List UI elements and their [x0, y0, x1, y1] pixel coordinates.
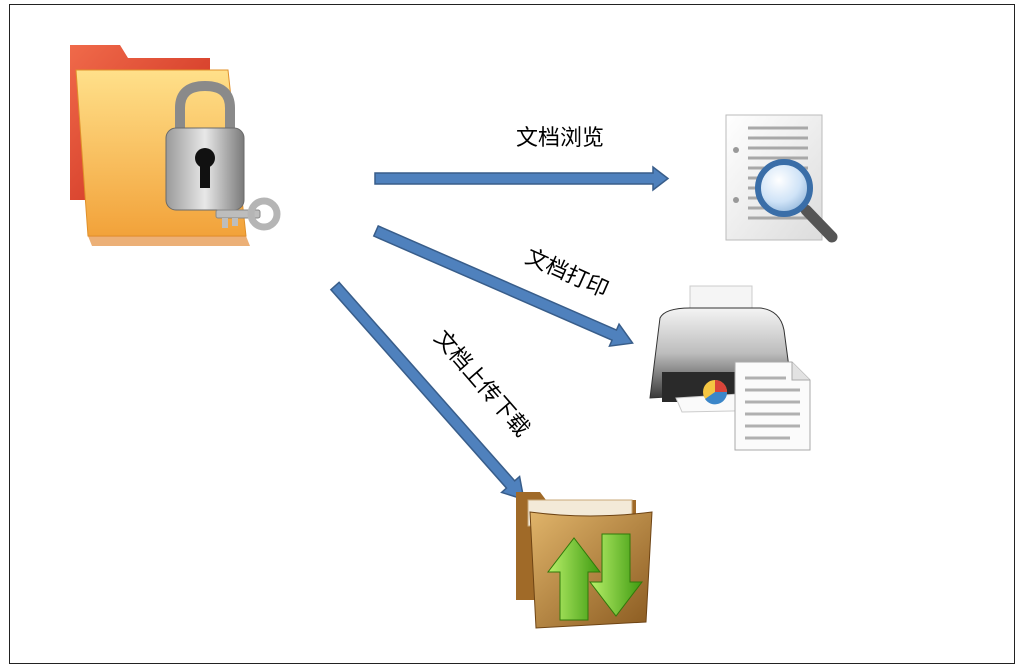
label-browse: 文档浏览 — [516, 126, 605, 151]
diagram-canvas — [70, 45, 838, 629]
printer-icon — [649, 285, 811, 451]
arrow-to-print — [372, 224, 634, 348]
arrow-to-transfer — [329, 281, 525, 501]
document-search-icon — [725, 114, 838, 243]
locked-folder-icon — [70, 45, 281, 246]
upload-download-folder-icon — [516, 492, 653, 629]
arrow-to-browse — [374, 165, 670, 192]
